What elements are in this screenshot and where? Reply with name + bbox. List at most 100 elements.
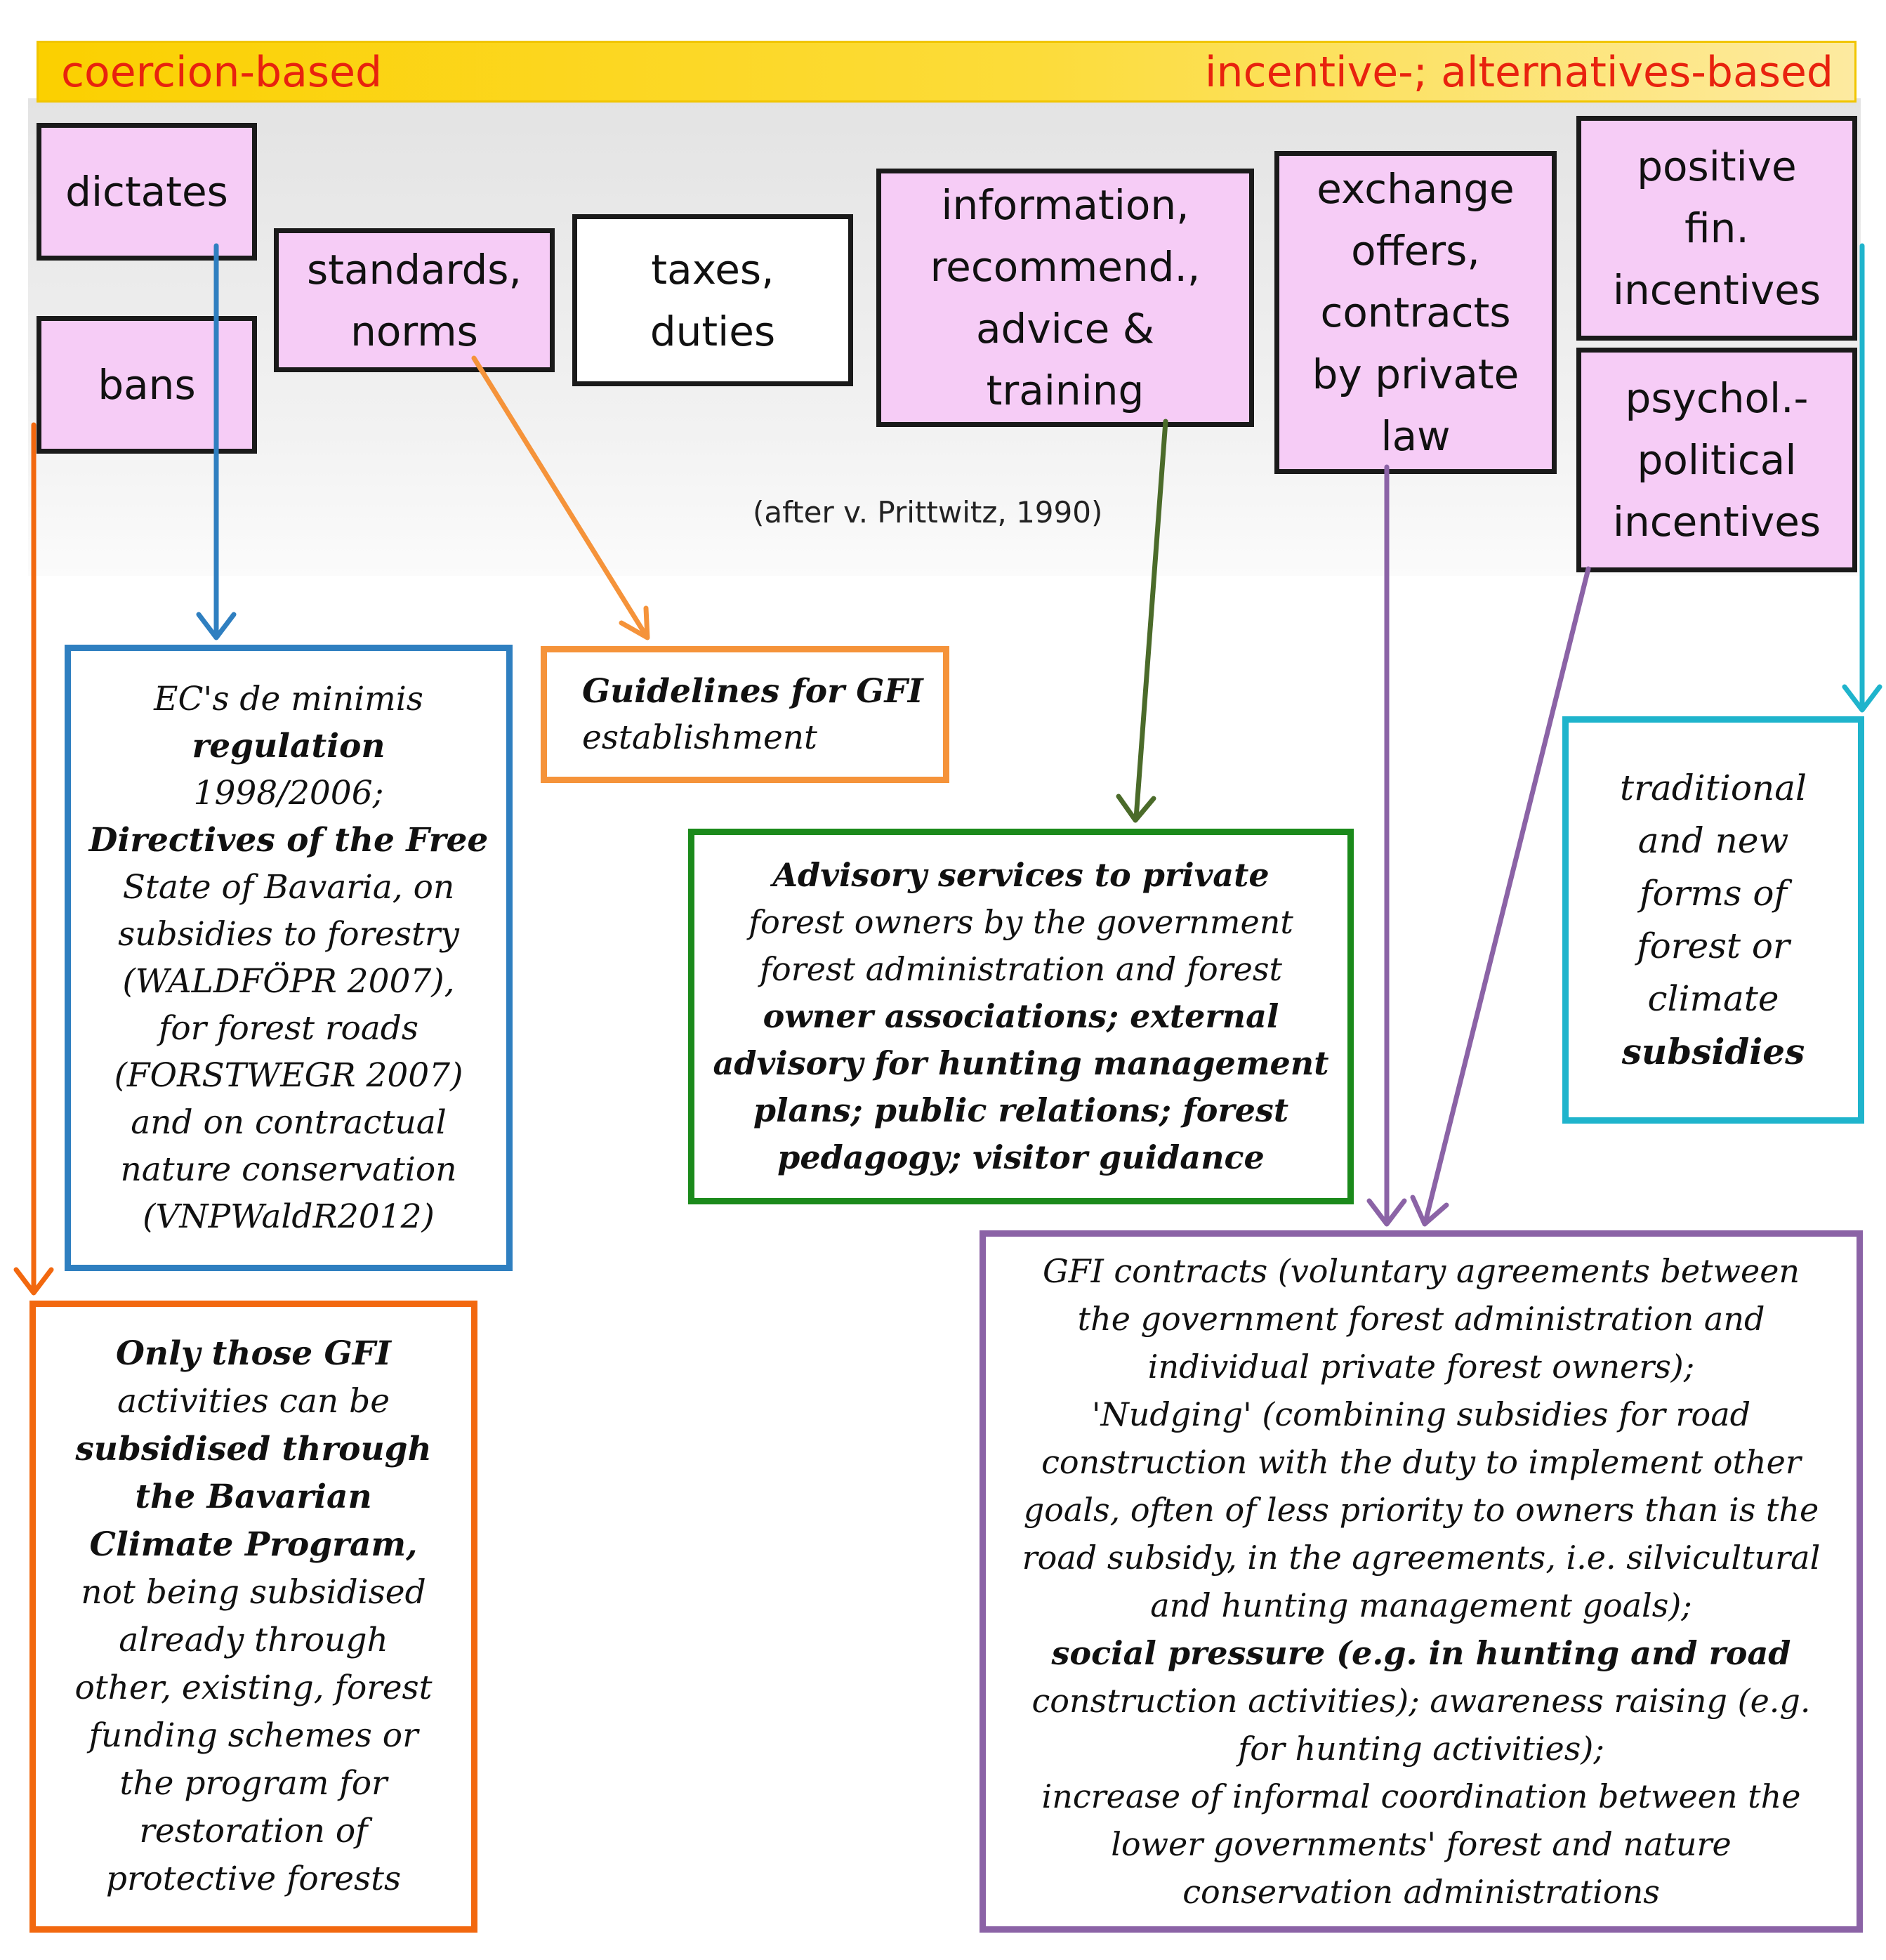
taxes-duties-box: taxes, duties <box>572 214 853 386</box>
dictates-label: dictates <box>65 168 228 216</box>
purple-line-10: construction activities); awareness rais… <box>1031 1682 1811 1720</box>
cyan-arrow <box>1842 243 1882 713</box>
blue-line-11: nature conservation <box>120 1150 457 1189</box>
gfi-guidelines-box: Guidelines for GFI establishment <box>541 646 949 783</box>
light-orange-arrow <box>471 355 650 640</box>
source-credit: (after v. Prittwitz, 1990) <box>753 495 1103 530</box>
exchange-label-line-2: offers, <box>1351 227 1480 275</box>
orange-line-5: Climate Program, <box>89 1525 418 1564</box>
orange-line-4: the Bavarian <box>135 1478 372 1516</box>
exchange-offers-box: exchange offers, contracts by private la… <box>1274 151 1557 474</box>
coercion-based-label: coercion-based <box>61 48 383 97</box>
green-line-5: advisory for hunting management <box>713 1044 1329 1082</box>
psychol-label-line-1: psychol.- <box>1625 374 1809 422</box>
purple-line-9: social pressure (e.g. in hunting and roa… <box>1051 1634 1791 1672</box>
orange-line-9: funding schemes or <box>88 1716 418 1755</box>
orange-line-7: already through <box>119 1621 388 1659</box>
cyan-line-1: traditional <box>1620 767 1807 808</box>
purple-line-4: 'Nudging' (combining subsidies for road <box>1091 1395 1751 1433</box>
cyan-line-3: forms of <box>1639 872 1788 914</box>
cyan-line-2: and new <box>1637 820 1789 861</box>
purple-line-3: individual private forest owners); <box>1147 1348 1695 1386</box>
green-line-1: Advisory services to private <box>772 856 1270 894</box>
green-line-6: plans; public relations; forest <box>753 1091 1289 1129</box>
purple-arrow-exchange <box>1366 464 1407 1227</box>
information-advice-box: information, recommend., advice & traini… <box>876 169 1254 427</box>
exchange-label-line-3: contracts <box>1320 289 1511 336</box>
forest-climate-subsidies-box: traditional and new forms of forest or c… <box>1562 716 1864 1124</box>
bans-box: bans <box>37 316 257 454</box>
orange-arrow <box>13 422 54 1296</box>
orange-line-10: the program for <box>119 1764 388 1803</box>
exchange-label-line-1: exchange <box>1317 165 1515 213</box>
duties-label: duties <box>649 307 776 355</box>
purple-line-5: construction with the duty to implement … <box>1041 1443 1801 1481</box>
information-label-line-3: advice & <box>975 305 1155 353</box>
advisory-services-box: Advisory services to private forest owne… <box>688 829 1354 1204</box>
norms-label: norms <box>350 307 478 355</box>
orange-line-8: other, existing, forest <box>74 1669 433 1707</box>
positive-label-line-1: positive <box>1637 143 1797 190</box>
purple-line-1: GFI contracts (voluntary agreements betw… <box>1042 1252 1800 1290</box>
positive-label-line-3: incentives <box>1612 266 1821 314</box>
blue-line-10: and on contractual <box>131 1103 447 1142</box>
purple-line-11: for hunting activities); <box>1238 1730 1604 1768</box>
positive-fin-incentives-box: positive fin. incentives <box>1576 116 1857 341</box>
purple-line-12: increase of informal coordination betwee… <box>1041 1777 1801 1815</box>
eu-bavarian-regulations-box: EC's de minimis regulation 1998/2006; Di… <box>65 645 513 1271</box>
green-arrow <box>1116 419 1168 823</box>
orange-line-11: restoration of <box>139 1812 368 1850</box>
orange-line-3: subsidised through <box>75 1430 432 1468</box>
guidelines-line-1: Guidelines for GFI <box>582 671 923 711</box>
blue-line-5: State of Bavaria, on <box>122 868 455 907</box>
information-label-line-4: training <box>986 367 1145 414</box>
taxes-label: taxes, <box>651 245 774 294</box>
incentive-based-label: incentive-; alternatives-based <box>1204 48 1833 97</box>
blue-line-4: Directives of the Free <box>88 821 489 860</box>
purple-line-2: the government forest administration and <box>1077 1300 1765 1338</box>
standards-label: standards, <box>307 245 522 294</box>
blue-line-1: EC's de minimis <box>154 680 423 718</box>
purple-line-14: conservation administrations <box>1182 1873 1660 1911</box>
positive-label-line-2: fin. <box>1684 204 1749 252</box>
exchange-label-line-4: by private <box>1312 350 1519 398</box>
bans-label: bans <box>98 361 196 409</box>
blue-line-7: (WALDFÖPR 2007), <box>122 962 455 1001</box>
psychol-label-line-2: political <box>1637 436 1797 484</box>
green-line-2: forest owners by the government <box>749 903 1293 941</box>
gfi-contracts-box: GFI contracts (voluntary agreements betw… <box>980 1230 1863 1933</box>
blue-arrow <box>196 243 237 640</box>
psychol-label-line-3: incentives <box>1612 498 1821 546</box>
blue-line-12: (VNPWaldR2012) <box>143 1197 435 1236</box>
blue-line-6: subsidies to forestry <box>118 915 459 954</box>
green-line-3: forest administration and forest <box>760 950 1282 988</box>
cyan-line-6: subsidies <box>1621 1030 1805 1072</box>
information-label-line-1: information, <box>941 181 1189 229</box>
green-line-4: owner associations; external <box>763 997 1279 1035</box>
blue-line-3: 1998/2006; <box>193 774 384 813</box>
coercion-incentive-scale: coercion-based incentive-; alternatives-… <box>37 41 1857 103</box>
blue-line-9: (FORSTWEGR 2007) <box>114 1056 463 1095</box>
blue-line-8: for forest roads <box>158 1009 418 1048</box>
purple-line-6: goals, often of less priority to owners … <box>1023 1491 1819 1529</box>
standards-norms-box: standards, norms <box>274 228 555 372</box>
purple-line-8: and hunting management goals); <box>1150 1586 1692 1624</box>
orange-line-1: Only those GFI <box>115 1334 392 1373</box>
orange-line-6: not being subsidised <box>81 1573 426 1612</box>
cyan-line-5: climate <box>1647 978 1779 1019</box>
blue-line-2: regulation <box>192 727 385 765</box>
green-line-7: pedagogy; visitor guidance <box>777 1138 1265 1176</box>
orange-line-2: activities can be <box>117 1382 390 1421</box>
information-label-line-2: recommend., <box>930 243 1201 291</box>
psychol-political-incentives-box: psychol.- political incentives <box>1576 348 1857 572</box>
exchange-label-line-5: law <box>1380 412 1451 460</box>
bavarian-climate-program-box: Only those GFI activities can be subsidi… <box>29 1301 477 1933</box>
guidelines-line-2: establishment <box>582 718 817 757</box>
cyan-line-4: forest or <box>1637 925 1790 966</box>
dictates-box: dictates <box>37 123 257 261</box>
purple-arrow-psychol <box>1410 566 1591 1227</box>
purple-line-7: road subsidy, in the agreements, i.e. si… <box>1022 1539 1821 1577</box>
orange-line-12: protective forests <box>105 1860 402 1898</box>
purple-line-13: lower governments' forest and nature <box>1111 1825 1732 1863</box>
